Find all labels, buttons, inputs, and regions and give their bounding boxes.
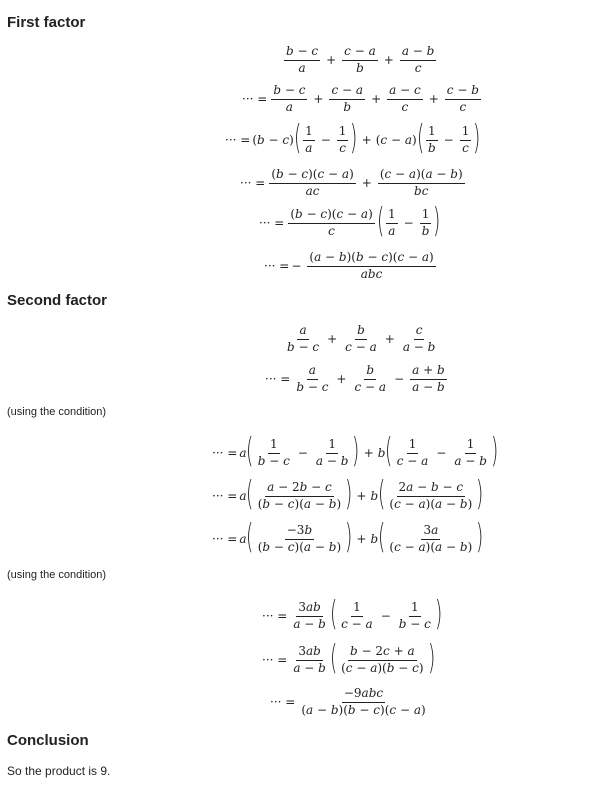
first-factor-eq-4: ··· = (b − c)(c − a)ac + (c − a)(a − b)b…: [240, 166, 465, 198]
heading-second-factor: Second factor: [7, 292, 108, 309]
heading-conclusion: Conclusion: [7, 732, 89, 749]
first-factor-eq-6: ··· = − (a − b)(b − c)(c − a)abc: [264, 249, 436, 281]
note-using-condition-2: (using the condition): [7, 569, 107, 581]
conclusion-text: So the product is 9.: [7, 764, 111, 778]
second-factor-eq-8: ··· = −9abc(a − b)(b − c)(c − a): [270, 685, 426, 717]
second-factor-eq-5: ··· = a ( −3b(b − c)(a − b) ) + b ( 3a(c…: [212, 517, 484, 557]
second-factor-eq-4: ··· = a ( a − 2b − c(b − c)(a − b) ) + b…: [212, 474, 484, 514]
note-using-condition-1: (using the condition): [7, 406, 107, 418]
heading-first-factor: First factor: [7, 14, 86, 31]
